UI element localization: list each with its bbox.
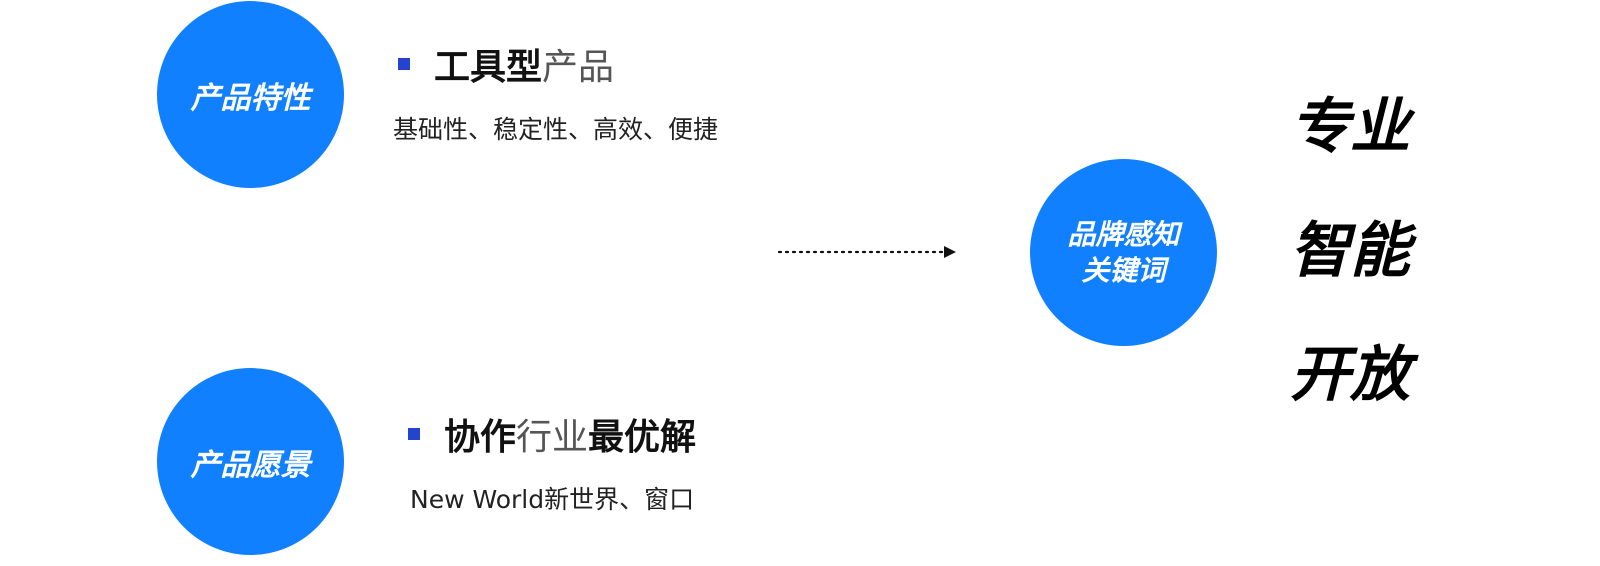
product-feature-heading: 工具型 产品 [398,40,614,88]
product-feature-heading-strong: 工具型 [434,47,543,88]
product-feature-circle-label: 产品特性 [190,80,311,116]
brand-circle-label-line-1: 品牌感知 [1067,217,1180,251]
product-vision-heading-light: 行业 [516,417,589,458]
product-vision-subline: New World新世界、窗口 [410,485,695,514]
brand-keyword-list: 专业 智能 开放 [1290,92,1440,422]
square-bullet-icon [408,428,420,440]
keyword-item: 智能 [1290,216,1410,286]
product-feature-heading-light: 产品 [542,47,615,88]
product-vision-heading-strong-1: 协作 [444,417,517,458]
keyword-item: 专业 [1290,92,1410,162]
brand-keywords-circle: 品牌感知 关键词 [1030,159,1217,346]
square-bullet-icon [398,58,410,70]
product-vision-circle-label: 产品愿景 [190,447,311,483]
brand-circle-label-line-2: 关键词 [1081,253,1166,287]
dotted-arrow-icon [778,246,956,258]
product-vision-circle: 产品愿景 [157,368,344,555]
product-vision-heading-strong-2: 最优解 [588,417,697,458]
product-feature-subline: 基础性、稳定性、高效、便捷 [393,115,719,144]
keyword-item: 开放 [1290,340,1410,410]
product-feature-circle: 产品特性 [157,1,344,188]
product-vision-heading: 协作 行业 最优解 [408,410,696,458]
